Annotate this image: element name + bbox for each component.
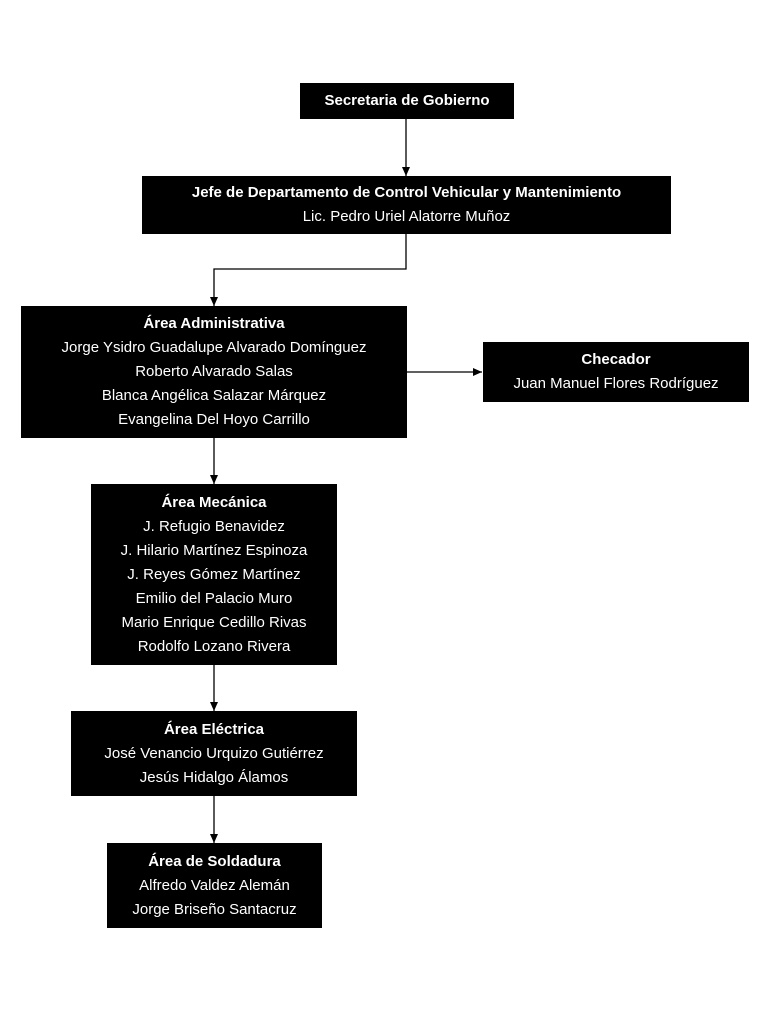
node-title: Área Administrativa [143,315,285,332]
person-name: Evangelina Del Hoyo Carrillo [118,411,310,428]
person-name: Roberto Alvarado Salas [135,363,293,380]
edge-jefe-administrativa [210,234,407,306]
person-name: Jorge Briseño Santacruz [132,900,297,918]
person-name: J. Reyes Gómez Martínez [127,565,301,583]
person-name: Jorge Ysidro Guadalupe Alvarado Domíngue… [61,339,367,356]
person-name: Rodolfo Lozano Rivera [137,637,291,655]
node-soldadura: Área de Soldadura Alfredo Valdez Alemán … [107,843,322,928]
person-name: Mario Enrique Cedillo Rivas [121,613,307,631]
node-title: Jefe de Departamento de Control Vehicula… [191,184,622,201]
node-title: Área Mecánica [161,493,267,511]
person-name: Blanca Angélica Salazar Márquez [101,387,327,404]
node-title: Área Eléctrica [163,720,265,738]
person-name: J. Hilario Martínez Espinoza [120,541,308,559]
person-name: José Venancio Urquizo Gutiérrez [104,744,324,762]
node-checador: Checador Juan Manuel Flores Rodríguez [483,342,749,402]
node-electrica: Área Eléctrica José Venancio Urquizo Gut… [71,711,357,796]
node-administrativa: Área Administrativa Jorge Ysidro Guadalu… [21,306,407,438]
person-name: Lic. Pedro Uriel Alatorre Muñoz [302,208,511,225]
person-name: J. Refugio Benavidez [143,517,285,535]
person-name: Juan Manuel Flores Rodríguez [513,375,719,392]
person-name: Jesús Hidalgo Álamos [139,768,289,786]
node-title: Área de Soldadura [148,852,281,870]
node-mecanica: Área Mecánica J. Refugio Benavidez J. Hi… [91,484,337,665]
node-secretaria: Secretaria de Gobierno [300,83,514,119]
person-name: Emilio del Palacio Muro [135,589,293,607]
node-title: Checador [581,351,651,368]
node-title: Secretaria de Gobierno [324,92,490,109]
person-name: Alfredo Valdez Alemán [139,876,290,894]
node-jefe: Jefe de Departamento de Control Vehicula… [142,176,671,234]
